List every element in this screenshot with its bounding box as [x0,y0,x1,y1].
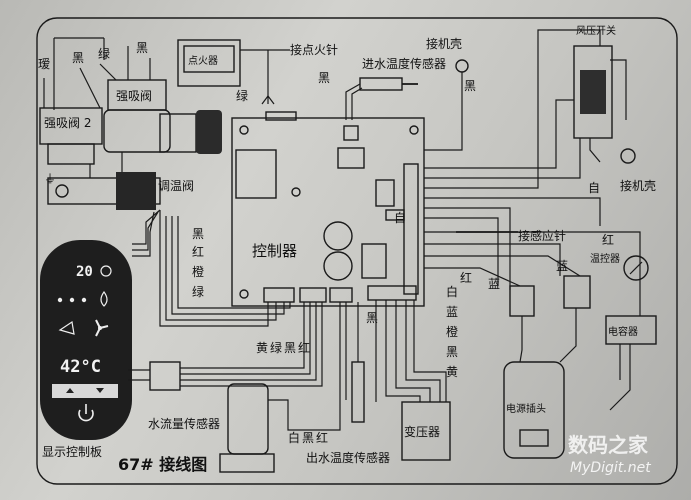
up-arrow-icon[interactable] [66,388,74,393]
black-wire-label-v: 黑 [464,79,476,93]
display-temperature: 42°C [60,357,101,377]
white-wire-label-ctrl: 自 [394,211,406,225]
outlet-temp-sensor: 黑 白 黑 红 出水温度传感器 [288,302,390,465]
power-plug-label: 电源插头 [506,402,546,415]
display-wire-0: 黑 [192,227,204,241]
display-wire-3: 绿 [192,284,204,299]
right-harness: 自 红 接感应针 蓝 红 蓝 [424,29,641,316]
display-board: 20 42°C 显示控制板 [40,240,132,459]
black-wire-label-top: 黑 [136,41,148,55]
valve-assembly: 强吸阀 2 强吸阀 调温阀 ⏚ [39,79,222,210]
valve-coupling [159,113,197,153]
outer-frame [36,17,678,485]
igniter: 点火器 接点火针 [177,39,338,105]
ignition-needle-label: 接点火针 [290,42,338,57]
display-harness: 黑 红 橙 绿 [132,209,291,327]
controller-label: 控制器 [252,242,297,260]
power-icon[interactable] [78,404,94,422]
connector-transformer [367,285,417,301]
arrow-button-strip [52,384,118,398]
power-plug: 电源插头 [503,361,565,459]
black-wire-label-outlet: 黑 [366,311,378,325]
thermostat-valve-label: 调温阀 [158,179,194,193]
transformer-wire-4: 黄 [446,365,458,379]
black-wire-label-left: 黑 [72,51,84,65]
green-wire-label-valve: 绿 [236,88,248,103]
connector-flow [299,287,327,303]
outlet-wire-1: 黑 [302,431,314,445]
display-wire-1: 红 [192,244,204,259]
ground-lug-top: 接机壳 黑 [424,36,476,151]
transformer-wire-0: 白 [446,284,458,299]
igniter-label: 点火器 [188,55,218,67]
diagram-title: 67# 接线图 [118,455,207,474]
flow-wire-1: 绿 [270,340,282,355]
transformer-label: 变压器 [404,424,440,439]
outlet-wire-2: 红 [316,430,328,445]
gray-wire-label: 瑷 [38,57,50,71]
left-harness [43,37,151,110]
flame-icon[interactable] [100,290,108,307]
inlet-temp-sensor: 进水温度传感器 黑 [318,56,446,120]
flow-wire-0: 黄 [256,341,268,355]
strong-valve-2-base [47,143,95,165]
thermostat-valve-body [116,172,156,210]
transformer: 变压器 白 蓝 橙 黑 黄 [375,284,458,461]
strong-valve-1-body [103,109,171,153]
valve-rail [47,177,161,205]
valve-nut [196,110,222,154]
transformer-wire-2: 橙 [446,324,458,339]
flow-wire-2: 黑 [284,341,296,355]
connector-outlet [329,287,353,303]
induction-needle-label: 接感应针 [518,228,566,243]
red-wire-label-right: 红 [602,232,614,247]
watermark-url: MyDigit.net [570,460,651,476]
outlet-wire-0: 白 [288,430,300,445]
flow-sensor-label: 水流量传感器 [148,416,220,431]
transformer-wire-1: 蓝 [446,305,458,319]
display-wire-2: 橙 [192,264,204,279]
plug-connector-right [563,275,591,309]
ground-right-label: 接机壳 [620,178,656,193]
igniter-box [177,39,241,87]
white-wire-label-right: 自 [588,181,600,195]
rail-screw-left [55,184,69,198]
blue-wire-label-mid: 蓝 [488,277,500,291]
wind-pressure-switch: 风压开关 接机壳 [573,24,656,193]
red-wire-label-mid: 红 [460,270,472,285]
capacitor: 电容器 [605,315,657,411]
inlet-temp-sensor-label: 进水温度传感器 [362,56,446,71]
capacitor-label: 电容器 [608,325,638,338]
fan-icon[interactable] [95,319,109,337]
temp-controller: 温控器 [590,252,649,281]
flow-wire-3: 红 [298,340,310,355]
controller-board: 控制器 自 [231,111,425,307]
display-board-label: 显示控制板 [42,445,102,459]
black-wire-label-mid: 黑 [318,71,330,85]
ground-top-label: 接机壳 [426,36,462,51]
connector-display [263,287,295,303]
ground-symbol-icon: ⏚ [44,172,56,186]
controller-box [231,117,425,307]
display-time: 20 [76,264,93,280]
flow-sensor: 水流量传感器 [148,302,341,473]
shower-icon[interactable] [58,320,75,335]
watermark: 数码之家 MyDigit.net [568,433,651,476]
flow-harness: 黄 绿 黑 红 [128,302,323,391]
strong-valve-2-label: 强吸阀 2 [44,116,91,130]
outlet-temp-sensor-label: 出水温度传感器 [306,450,390,465]
watermark-cn: 数码之家 [568,433,649,457]
temp-controller-label: 温控器 [590,252,620,265]
down-arrow-icon[interactable] [96,388,104,393]
transformer-wire-3: 黑 [446,345,458,359]
plug-connector-left [509,285,535,317]
blue-wire-label-right: 蓝 [556,259,568,273]
strong-valve-1-label: 强吸阀 [116,89,152,103]
clock-icon [100,265,112,277]
